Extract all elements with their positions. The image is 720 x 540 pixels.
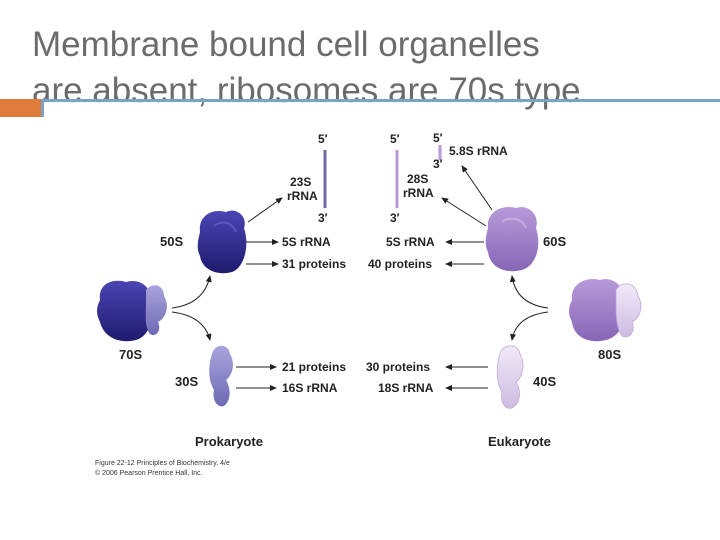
subunit-60s-shape (486, 207, 539, 271)
ribosome-70s-shape (97, 281, 167, 341)
rrna-28s-label-2: rRNA (403, 186, 434, 200)
dissociation-arrow-up-prok (172, 276, 210, 308)
label-16s-rrna: 16S rRNA (282, 381, 338, 395)
subunit-30s-shape (209, 346, 233, 407)
dissociation-arrow-down-euk (512, 312, 548, 340)
label-50s: 50S (160, 234, 183, 249)
subunit-50s-shape (198, 211, 247, 274)
label-58s-rrna: 5.8S rRNA (449, 144, 508, 158)
label-euk-40-proteins: 40 proteins (368, 257, 432, 271)
rrna-28s-label-1: 28S (407, 172, 428, 186)
rrna-23s-label-2: rRNA (287, 189, 318, 203)
arrow-60s-to-28s (442, 198, 486, 226)
rrna-58s-3prime: 3′ (433, 157, 443, 171)
arrow-50s-to-23s (248, 198, 282, 222)
label-80s: 80S (598, 347, 621, 362)
rrna-58s-5prime: 5′ (433, 131, 443, 145)
rrna-28s-3prime: 3′ (390, 211, 400, 225)
ribosome-80s-shape (569, 279, 641, 341)
rrna-23s-3prime: 3′ (318, 211, 328, 225)
label-prok-5s-rrna: 5S rRNA (282, 235, 331, 249)
label-euk-30-proteins: 30 proteins (366, 360, 430, 374)
dissociation-arrow-down-prok (172, 312, 210, 340)
heading-prokaryote: Prokaryote (195, 434, 263, 449)
figure-caption-line-2: © 2006 Pearson Prentice Hall, Inc. (95, 469, 203, 477)
label-40s: 40S (533, 374, 556, 389)
subunit-40s-shape (497, 346, 523, 409)
rrna-23s-label-1: 23S (290, 175, 311, 189)
label-30s: 30S (175, 374, 198, 389)
heading-eukaryote: Eukaryote (488, 434, 551, 449)
label-prok-31-proteins: 31 proteins (282, 257, 346, 271)
figure-caption-line-1: Figure 22-12 Principles of Biochemistry,… (95, 460, 230, 467)
rrna-23s-5prime: 5′ (318, 132, 328, 146)
arrow-60s-to-58s (462, 166, 492, 210)
dissociation-arrow-up-euk (512, 276, 548, 308)
label-18s-rrna: 18S rRNA (378, 381, 434, 395)
rrna-28s-5prime: 5′ (390, 132, 400, 146)
label-60s: 60S (543, 234, 566, 249)
label-prok-21-proteins: 21 proteins (282, 360, 346, 374)
label-euk-5s-rrna: 5S rRNA (386, 235, 435, 249)
label-70s: 70S (119, 347, 142, 362)
